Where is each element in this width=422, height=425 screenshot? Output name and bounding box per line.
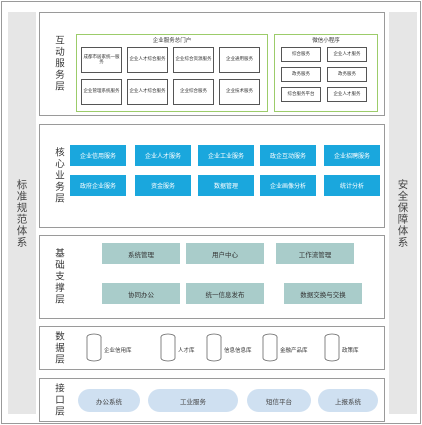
data-layer-label: 数据层 [53,330,64,366]
core-service-box: 企业信用服务 [70,145,126,166]
miniprogram-item: 企业人才服务 [327,47,367,62]
database-icon [206,333,222,362]
portal-item: 成都市居家统一服务 [81,47,122,73]
support-service-box: 系统管理 [102,243,180,264]
portal-item: 企业人才综合服务 [127,79,168,105]
miniprogram-item: 综合服务 [281,47,321,62]
support-service-box: 工作流管理 [276,243,354,264]
miniprogram-item: 企业人才服务 [327,87,367,102]
database-label: 人才库 [178,348,195,354]
database-label: 信息信息库 [224,348,252,354]
database-icon [160,333,176,362]
database-icon [324,333,340,362]
core-service-box: 政企互动服务 [260,145,316,166]
core-service-box: 统计分析 [324,175,380,196]
interface-system-pill: 办公系统 [78,389,140,412]
core-service-box: 企业工业服务 [198,145,254,166]
support-service-box: 数据交换与交换 [284,283,362,304]
base-support-layer: 基础支撑层 系统管理 用户中心 工作流管理 协同办公 统一信息发布 数据交换与交… [39,235,385,319]
miniprogram-item: 政务服务 [327,67,367,82]
interface-system-pill: 上报系统 [318,389,378,412]
core-service-box: 资金服务 [135,175,191,196]
support-layer-label: 基础支撑层 [53,248,64,306]
core-service-box: 企业人才服务 [135,145,191,166]
data-layer: 数据层 企业信用库 人才库 信息信息库 [39,326,385,370]
standards-side-bar: 标准规范体系 [8,12,36,414]
database-icon [86,333,102,362]
core-service-box: 政府企业服务 [70,175,126,196]
interface-system-pill: 工业服务 [148,389,238,412]
portal-item: 企业综合资源服务 [173,47,214,73]
support-service-box: 用户中心 [186,243,264,264]
core-service-box: 企业画像分析 [260,175,316,196]
database-label: 企业信用库 [104,348,132,354]
miniprogram-panel-title: 微信小程序 [312,38,340,44]
database-icon [262,333,278,362]
support-service-box: 协同办公 [102,283,180,304]
interface-layer-label: 接口层 [53,382,64,418]
portal-panel-title: 企业服务总门户 [152,38,192,44]
interface-system-pill: 短信平台 [247,389,311,412]
portal-item: 企业人才综合服务 [127,47,168,73]
database-label: 政策库 [342,348,359,354]
miniprogram-panel: 微信小程序 综合服务 企业人才服务 政务服务 政务服务 综合服务平台 企业人才服… [274,34,378,112]
security-side-bar: 安全保障体系 [389,12,417,414]
support-service-box: 统一信息发布 [186,283,264,304]
security-label: 安全保障体系 [396,178,409,248]
core-business-layer: 核心业务层 企业信用服务 企业人才服务 企业工业服务 政企互动服务 企业招聘服务… [39,124,385,228]
core-layer-label: 核心业务层 [53,147,64,205]
miniprogram-item: 综合服务平台 [281,87,321,102]
portal-panel: 企业服务总门户 成都市居家统一服务 企业人才综合服务 企业综合资源服务 企业通用… [76,34,268,112]
interaction-layer: 互动服务层 企业服务总门户 成都市居家统一服务 企业人才综合服务 企业综合资源服… [39,12,385,116]
core-service-box: 企业招聘服务 [324,145,380,166]
portal-item: 企业管理系统服务 [81,79,122,105]
portal-item: 企业通用服务 [219,47,260,73]
standards-label: 标准规范体系 [15,178,28,248]
miniprogram-item: 政务服务 [281,67,321,82]
interaction-layer-label: 互动服务层 [53,35,64,93]
portal-item: 企业技术服务 [219,79,260,105]
portal-item: 企业综合服务 [173,79,214,105]
core-service-box: 数据管理 [198,175,254,196]
interface-layer: 接口层 办公系统 工业服务 短信平台 上报系统 [39,378,385,422]
database-label: 金融产品库 [280,348,308,354]
